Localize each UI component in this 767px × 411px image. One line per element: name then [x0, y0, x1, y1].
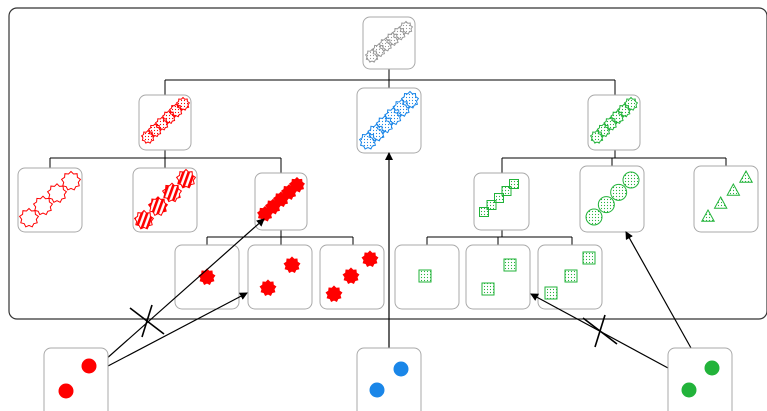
root-star-6 — [398, 20, 414, 35]
blue-query-card — [356, 347, 422, 411]
green-circle-2 — [597, 196, 615, 214]
red-outline-star-2 — [32, 195, 54, 216]
green-leaf-2-card-box — [465, 244, 531, 310]
green-query-to-leaf-arrow-block-mark-2 — [594, 314, 606, 348]
green-square-3 — [494, 193, 504, 203]
red-striped-star-2 — [147, 196, 169, 216]
red-leaf-3-star-1 — [361, 250, 379, 268]
green-circle-1 — [585, 208, 603, 226]
red-query-dot-2 — [58, 383, 74, 399]
red-striped-star-1 — [133, 209, 155, 230]
red-query-box — [43, 347, 109, 411]
green-card — [587, 94, 641, 151]
green-circle-4 — [622, 171, 640, 189]
red-striped-star-3 — [161, 182, 183, 203]
green-circle-3 — [610, 183, 628, 201]
red-leaf-2-star-1 — [283, 256, 301, 274]
red-leaf-2-card-box — [247, 244, 313, 310]
blue-star-6 — [400, 90, 420, 109]
red-leaf-3-star-3 — [325, 285, 343, 303]
blue-query-box — [356, 347, 422, 411]
green-square-2 — [486, 200, 497, 210]
green-query-dot-2 — [681, 382, 697, 398]
green-triangle-3 — [726, 182, 741, 196]
green-square-chain-card — [473, 172, 530, 231]
red-leaf-2-star-2 — [259, 279, 277, 297]
red-outline-chain-card — [17, 167, 83, 233]
red-filled-chain-card — [254, 172, 308, 231]
red-outline-star-4 — [60, 170, 82, 191]
green-triangle-1 — [700, 208, 716, 222]
green-leaf-3-square-3 — [544, 286, 558, 300]
red-query-to-filled-chain-arrow-block-mark-2 — [141, 304, 153, 338]
red-leaf-1-card — [174, 244, 240, 310]
green-leaf-2-card — [465, 244, 531, 310]
red-card — [138, 94, 192, 151]
blue-query-dot-2 — [369, 382, 385, 398]
green-leaf-3-square-1 — [582, 251, 596, 265]
red-striped-star-4 — [175, 168, 197, 189]
green-query-dot-1 — [704, 360, 720, 376]
green-star-6 — [623, 96, 639, 111]
red-leaf-2-card — [247, 244, 313, 310]
red-query-dot-1 — [81, 358, 97, 374]
green-query-box — [667, 347, 733, 411]
red-leaf-3-card — [319, 244, 385, 310]
green-leaf-2-square-1 — [503, 258, 517, 272]
hierarchy-frame — [8, 7, 767, 320]
red-leaf-3-star-2 — [342, 267, 360, 285]
red-outline-star-1 — [18, 207, 40, 228]
green-leaf-3-card — [537, 244, 603, 310]
red-query-to-filled-chain-arrow — [104, 218, 265, 361]
green-query-to-circle-card-arrow — [625, 231, 692, 349]
red-striped-chain-card — [132, 167, 198, 233]
green-leaf-2-square-2 — [481, 282, 495, 296]
red-outline-star-3 — [46, 183, 68, 203]
root-card — [362, 16, 416, 70]
green-circle-card — [579, 165, 645, 233]
green-square-5 — [509, 179, 519, 189]
red-query-card — [43, 347, 109, 411]
green-leaf-1-square-1 — [418, 269, 432, 283]
green-query-card — [667, 347, 733, 411]
green-triangle-card — [693, 165, 759, 233]
blue-query-dot-1 — [393, 361, 409, 377]
green-square-1 — [479, 207, 489, 217]
green-triangle-2 — [713, 195, 728, 209]
tree-connectors — [49, 68, 727, 245]
green-leaf-1-card — [394, 244, 460, 310]
green-square-4 — [501, 186, 512, 196]
blue-card — [356, 87, 422, 154]
red-query-to-leaf-arrow — [107, 292, 248, 367]
green-triangle-4 — [738, 169, 754, 183]
red-filled-star-5 — [289, 176, 305, 193]
green-leaf-3-square-2 — [564, 269, 578, 283]
red-star-6 — [175, 96, 191, 111]
